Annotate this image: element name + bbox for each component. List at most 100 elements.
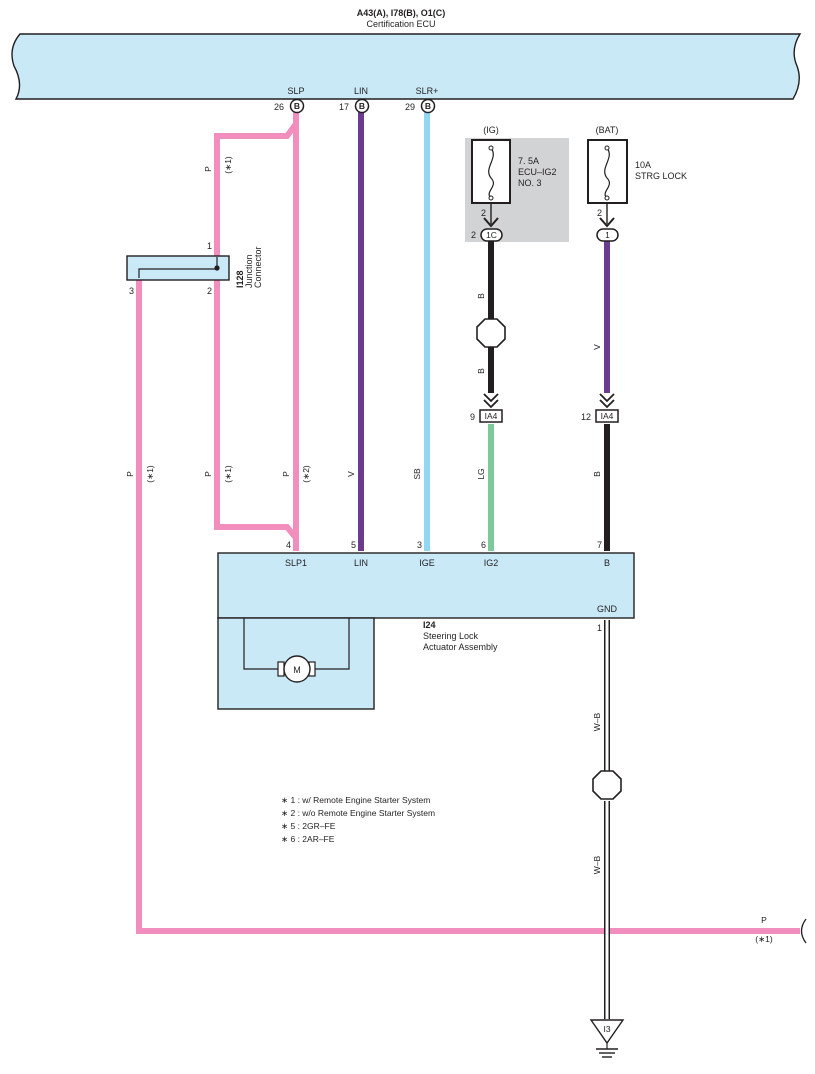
fuse-ig-source: (IG) <box>483 125 499 135</box>
fuse-ig-name2: NO. 3 <box>518 178 542 188</box>
svg-text:B: B <box>604 558 610 568</box>
svg-text:1C: 1C <box>486 230 497 240</box>
junction-connector: 1 2 3 <box>126 241 230 296</box>
ecu-pin-number: 29 <box>405 102 415 112</box>
wire-label-b-bat: B <box>592 471 602 477</box>
wire-label-wb-lower: W–B <box>592 855 602 874</box>
svg-text:4: 4 <box>286 540 291 550</box>
svg-text:1: 1 <box>597 623 602 633</box>
svg-text:LIN: LIN <box>354 558 368 568</box>
fuse-bat-box <box>587 139 628 204</box>
wire-label-p-bottom-note: (∗1) <box>755 934 773 944</box>
fuse-ig-pin-conn: 2 <box>471 230 476 240</box>
svg-text:Junction: Junction <box>244 254 254 288</box>
notes-legend: ∗ 1 : w/ Remote Engine Starter System ∗ … <box>281 795 435 844</box>
note-1: ∗ 1 : w/ Remote Engine Starter System <box>281 795 430 805</box>
svg-text:1: 1 <box>605 230 610 240</box>
ecu-name: Certification ECU <box>366 19 435 29</box>
fuse-ig-symbol <box>488 147 494 199</box>
svg-text:9: 9 <box>470 412 475 422</box>
svg-text:IA4: IA4 <box>601 411 614 421</box>
note-2: ∗ 2 : w/o Remote Engine Starter System <box>281 808 435 818</box>
ecu-reference: A43(A), I78(B), O1(C) <box>357 8 446 18</box>
fuse-bat-pin-top: 2 <box>597 208 602 218</box>
svg-text:IA4: IA4 <box>485 411 498 421</box>
fuse-ig-connector: 1C <box>480 203 503 242</box>
svg-text:6: 6 <box>481 540 486 550</box>
fuse-bat-rating: 10A <box>635 160 651 170</box>
fuse-ig-name1: ECU–IG2 <box>518 167 557 177</box>
splice-ground <box>592 770 622 800</box>
wire-label-sb: SB <box>412 468 422 480</box>
svg-text:12: 12 <box>581 412 591 422</box>
ecu-pin-name: SLP <box>287 86 304 96</box>
ecu-pin-name: SLR+ <box>416 86 439 96</box>
junction-label: I128 Junction Connector <box>235 246 263 288</box>
actuator-pins: 4 SLP1 5 LIN 3 IGE 6 IG2 7 B GND 1 <box>285 540 618 633</box>
svg-text:1: 1 <box>207 241 212 251</box>
svg-text:B: B <box>294 101 300 111</box>
actuator-name2: Actuator Assembly <box>423 642 498 652</box>
fuse-bat-connector: 1 <box>596 203 619 242</box>
svg-text:Connector: Connector <box>253 246 263 288</box>
wire-pink-junction-to-slp1 <box>214 279 299 540</box>
ecu-pin-lin: LIN 17 <box>339 86 368 112</box>
svg-text:2: 2 <box>207 286 212 296</box>
wire-label-v-lin: V <box>346 471 356 477</box>
wire-label-p-left-note: (∗1) <box>145 465 155 483</box>
actuator-box <box>217 552 635 619</box>
ecu-box <box>11 33 802 100</box>
fuse-bat-source: (BAT) <box>596 125 619 135</box>
ground-symbol: I3 <box>589 1019 625 1058</box>
wire-label-p-left: P <box>125 471 135 477</box>
wire-label-p-mid: P <box>203 471 213 477</box>
wire-label-b-lower: B <box>476 368 486 374</box>
ground-ref: I3 <box>603 1024 610 1034</box>
svg-text:IGE: IGE <box>419 558 435 568</box>
actuator-name1: Steering Lock <box>423 631 479 641</box>
svg-text:7: 7 <box>597 540 602 550</box>
svg-text:IG2: IG2 <box>484 558 499 568</box>
svg-text:SLP1: SLP1 <box>285 558 307 568</box>
svg-text:3: 3 <box>129 286 134 296</box>
wire-labels: P (∗1) P (∗1) P (∗1) P (∗2) V SB B B LG … <box>125 156 773 944</box>
motor-label: M <box>293 665 301 675</box>
fuse-ig-pin-top: 2 <box>481 208 486 218</box>
wire-break-mark <box>800 918 807 944</box>
actuator-motor: M <box>243 618 350 683</box>
svg-text:B: B <box>425 101 431 111</box>
svg-text:I128: I128 <box>235 270 245 288</box>
wire-label-p-right-note: (∗2) <box>301 465 311 483</box>
fuse-ig-rating: 7. 5A <box>518 156 539 166</box>
splice-ig <box>476 318 506 348</box>
ecu-pin-slr: SLR+ 29 <box>405 86 438 112</box>
wire-label-p-top-note: (∗1) <box>223 156 233 174</box>
wire-label-p-bottom: P <box>761 915 767 925</box>
wire-label-v-bat: V <box>592 344 602 350</box>
actuator-ref: I24 <box>423 620 436 630</box>
svg-text:5: 5 <box>351 540 356 550</box>
wire-label-p-top: P <box>203 166 213 172</box>
wire-pink-bottom <box>136 279 800 934</box>
wire-label-p-mid-note: (∗1) <box>223 465 233 483</box>
fuse-bat-symbol <box>604 147 610 199</box>
ecu-pin-number: 17 <box>339 102 349 112</box>
fuse-bat-name1: STRG LOCK <box>635 171 687 181</box>
inline-connector-bat: IA4 12 <box>581 393 619 423</box>
ecu-pin-slp: SLP 26 <box>274 86 305 112</box>
wire-label-p-right: P <box>281 471 291 477</box>
note-6: ∗ 6 : 2AR–FE <box>281 834 335 844</box>
ecu-pin-number: 26 <box>274 102 284 112</box>
wire-label-wb-upper: W–B <box>592 712 602 731</box>
ecu-pin-circles: B B B <box>289 98 436 114</box>
svg-text:3: 3 <box>417 540 422 550</box>
note-5: ∗ 5 : 2GR–FE <box>281 821 336 831</box>
wire-pink-slp-to-junction <box>214 122 299 257</box>
wire-label-lg: LG <box>476 468 486 479</box>
svg-text:GND: GND <box>597 604 618 614</box>
ecu-pin-name: LIN <box>354 86 368 96</box>
inline-connector-ig: IA4 9 <box>470 393 503 423</box>
svg-text:B: B <box>359 101 365 111</box>
wire-label-b-upper: B <box>476 293 486 299</box>
